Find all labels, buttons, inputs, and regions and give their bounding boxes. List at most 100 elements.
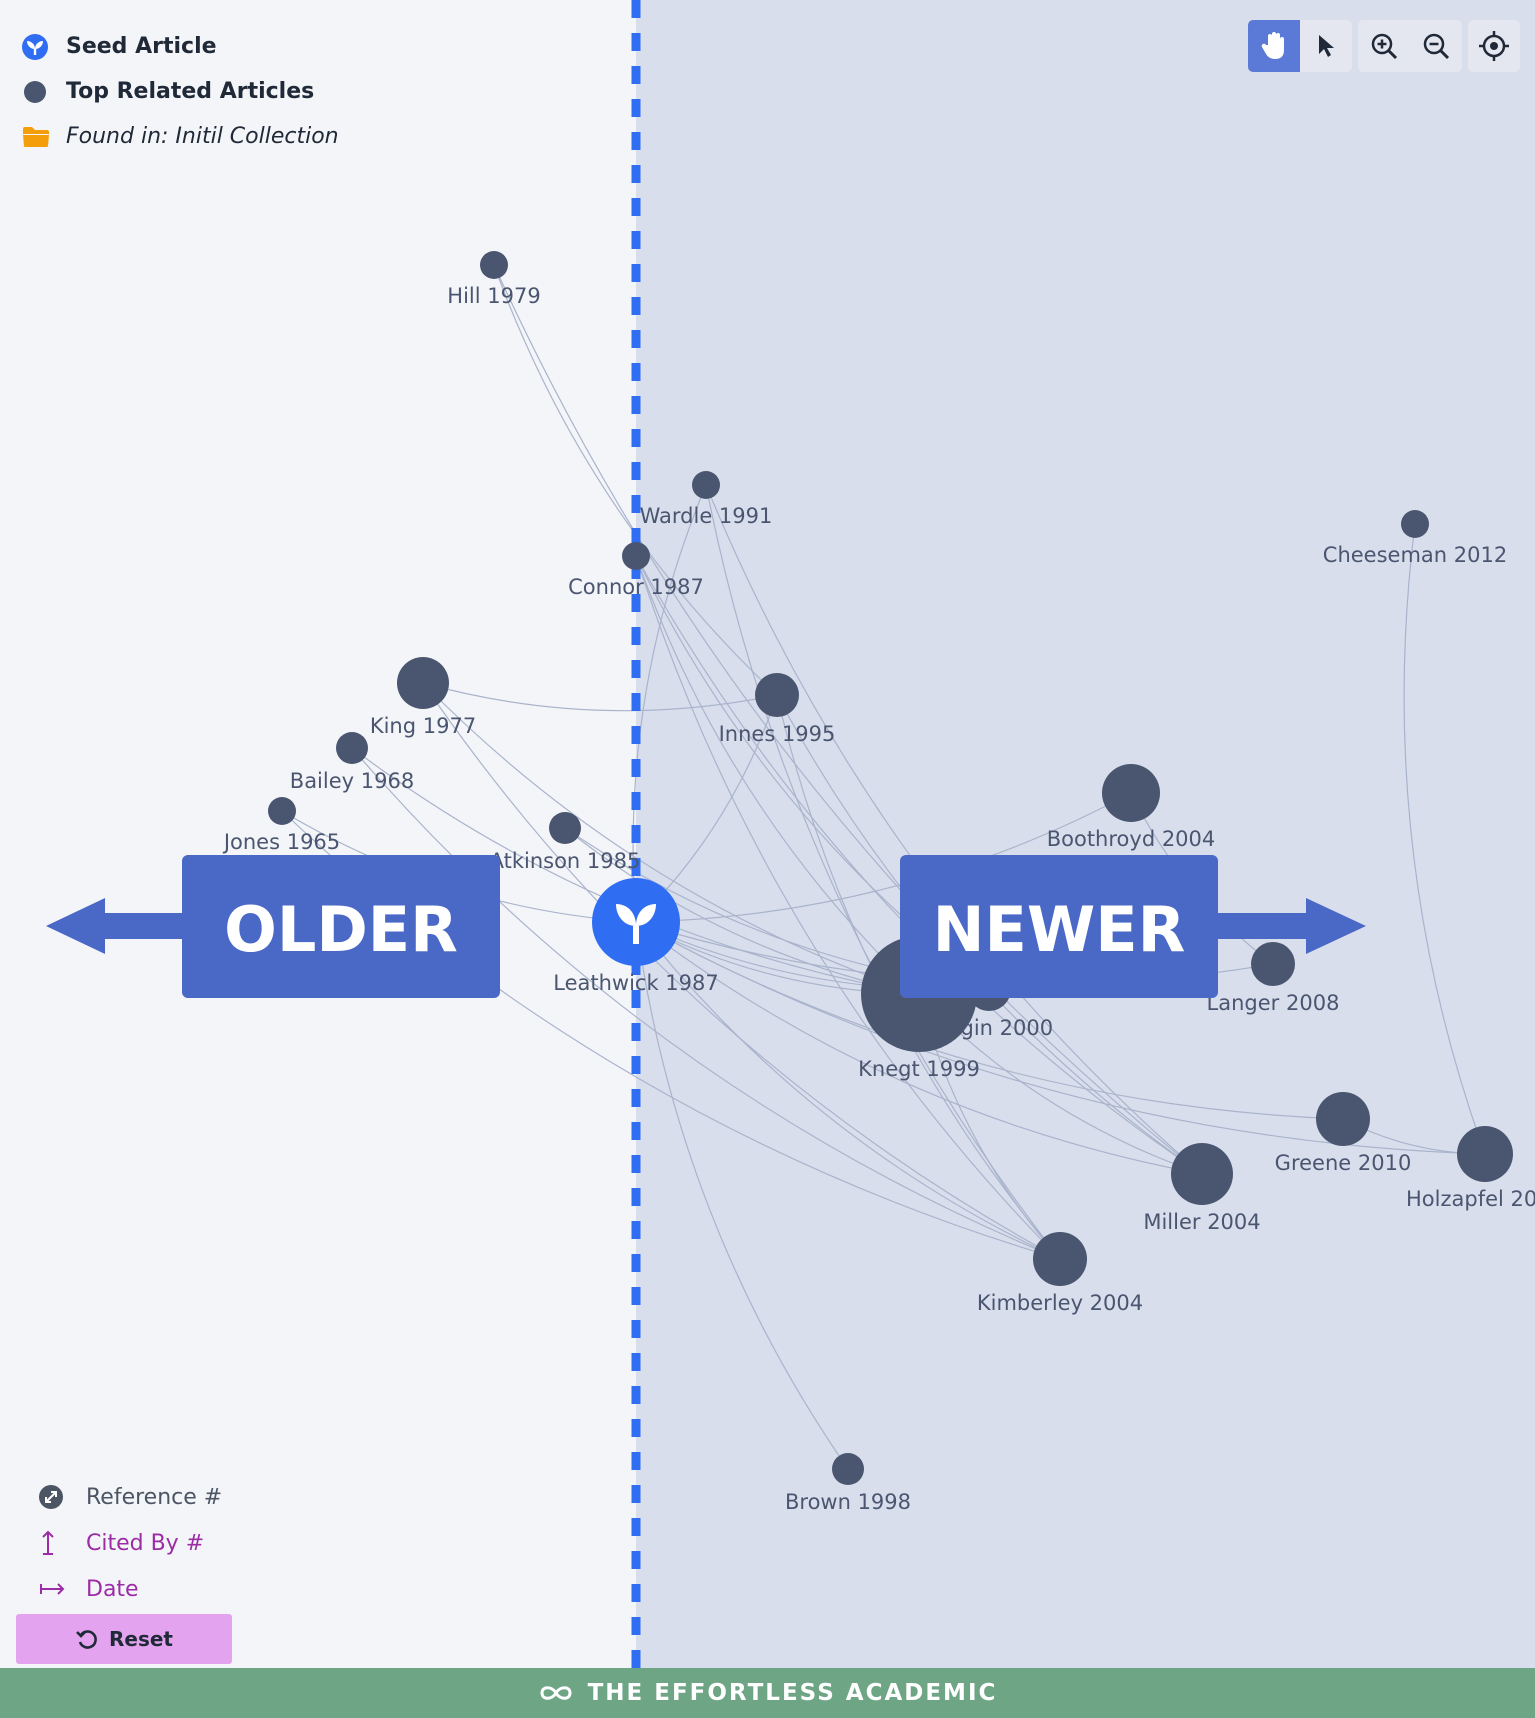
node-circle[interactable] bbox=[1316, 1092, 1370, 1146]
cited-by-label: Cited By # bbox=[86, 1530, 205, 1556]
center-group bbox=[1468, 20, 1520, 72]
pointer-icon bbox=[1319, 35, 1334, 57]
edge-connor-miller bbox=[635, 555, 1203, 1175]
node-label-bailey: Bailey 1968 bbox=[290, 769, 414, 793]
edge-king-knegt bbox=[422, 682, 920, 995]
edge-hill-innes bbox=[493, 264, 778, 696]
vertical-arrows-icon bbox=[38, 1529, 86, 1557]
node-circle[interactable] bbox=[692, 471, 720, 499]
article-node-holzapfel[interactable]: Holzapfel 2013 bbox=[1406, 1126, 1535, 1211]
node-circle[interactable] bbox=[1401, 510, 1429, 538]
edge-bailey-kimberley bbox=[351, 747, 1061, 1260]
edge-leathwick-holzapfel bbox=[635, 921, 1486, 1155]
edge-hill-miller bbox=[493, 264, 1203, 1175]
target-icon bbox=[1479, 31, 1509, 61]
node-circle[interactable] bbox=[1102, 764, 1160, 822]
center-view-button[interactable] bbox=[1468, 20, 1520, 72]
horizontal-arrows-icon bbox=[38, 1579, 86, 1599]
article-node-bailey[interactable]: Bailey 1968 bbox=[290, 732, 414, 793]
article-node-boothroyd[interactable]: Boothroyd 2004 bbox=[1047, 764, 1216, 851]
node-label-kimberley: Kimberley 2004 bbox=[977, 1291, 1143, 1315]
article-node-kimberley[interactable]: Kimberley 2004 bbox=[977, 1232, 1143, 1315]
node-circle[interactable] bbox=[1251, 942, 1295, 986]
node-label-atkinson: Atkinson 1985 bbox=[490, 849, 641, 873]
reset-label: Reset bbox=[109, 1627, 173, 1651]
legend-related-label: Top Related Articles bbox=[66, 79, 315, 104]
resize-icon bbox=[38, 1484, 86, 1510]
axis-controls: Reference # Cited By # Date bbox=[38, 1474, 222, 1612]
zoom-out-icon bbox=[1423, 33, 1450, 60]
article-node-connor[interactable]: Connor 1987 bbox=[568, 542, 704, 599]
node-label-miller: Miller 2004 bbox=[1143, 1210, 1260, 1234]
node-circle[interactable] bbox=[755, 673, 799, 717]
legend-seed-label: Seed Article bbox=[66, 34, 217, 59]
edge-connor-kimberley bbox=[635, 555, 1061, 1260]
edge-king-innes bbox=[422, 682, 778, 712]
legend-related: Top Related Articles bbox=[22, 69, 339, 114]
article-node-hill[interactable]: Hill 1979 bbox=[447, 251, 541, 308]
mode-group bbox=[1248, 20, 1352, 72]
article-node-innes[interactable]: Innes 1995 bbox=[719, 673, 836, 746]
article-node-greene[interactable]: Greene 2010 bbox=[1275, 1092, 1412, 1175]
infinity-icon bbox=[540, 1686, 572, 1700]
seed-node-leathwick[interactable]: Leathwick 1987 bbox=[553, 878, 719, 995]
article-node-cheeseman[interactable]: Cheeseman 2012 bbox=[1323, 510, 1507, 567]
zoom-in-button[interactable] bbox=[1358, 20, 1410, 72]
edge-connor-knegt bbox=[635, 555, 920, 995]
footer-brand-bar: THE EFFORTLESS ACADEMIC bbox=[0, 1668, 1535, 1718]
article-node-miller[interactable]: Miller 2004 bbox=[1143, 1143, 1261, 1234]
seed-sprout-icon bbox=[616, 904, 656, 944]
edge-cheeseman-holzapfel bbox=[1403, 523, 1486, 1155]
node-circle[interactable] bbox=[622, 542, 650, 570]
article-node-jones[interactable]: Jones 1965 bbox=[222, 797, 340, 854]
node-circle[interactable] bbox=[336, 732, 368, 764]
edge-king-kimberley bbox=[422, 682, 1061, 1260]
older-arrow bbox=[46, 898, 185, 954]
node-label-jones: Jones 1965 bbox=[222, 830, 340, 854]
select-mode-button[interactable] bbox=[1300, 20, 1352, 72]
footer-brand-text: THE EFFORTLESS ACADEMIC bbox=[587, 1680, 998, 1706]
node-circle[interactable] bbox=[549, 812, 581, 844]
article-node-wardle[interactable]: Wardle 1991 bbox=[640, 471, 773, 528]
node-circle[interactable] bbox=[1171, 1143, 1233, 1205]
node-circle[interactable] bbox=[268, 797, 296, 825]
y-axis-cited-by[interactable]: Cited By # bbox=[38, 1520, 222, 1566]
newer-box bbox=[900, 855, 1218, 998]
node-label-boothroyd: Boothroyd 2004 bbox=[1047, 827, 1216, 851]
older-label: OLDER bbox=[224, 893, 458, 966]
size-by-reference[interactable]: Reference # bbox=[38, 1474, 222, 1520]
zoom-out-button[interactable] bbox=[1410, 20, 1462, 72]
node-circle[interactable] bbox=[1033, 1232, 1087, 1286]
node-label-holzapfel: Holzapfel 2013 bbox=[1406, 1187, 1535, 1211]
node-circle[interactable] bbox=[832, 1453, 864, 1485]
edge-leathwick-miller bbox=[635, 921, 1203, 1175]
reset-button[interactable]: Reset bbox=[16, 1614, 232, 1664]
article-node-king[interactable]: King 1977 bbox=[370, 657, 476, 738]
node-circle[interactable] bbox=[480, 251, 508, 279]
date-label: Date bbox=[86, 1576, 139, 1602]
edge-leathwick-boothroyd bbox=[635, 792, 1132, 923]
seed-sprout-icon bbox=[22, 33, 66, 60]
zoom-in-icon bbox=[1371, 33, 1398, 60]
reference-label: Reference # bbox=[86, 1484, 223, 1510]
legend-found-in[interactable]: Found in: Initil Collection bbox=[22, 114, 339, 159]
node-label-knegt: Knegt 1999 bbox=[858, 1057, 980, 1081]
node-label-innes: Innes 1995 bbox=[719, 722, 836, 746]
older-box bbox=[182, 855, 500, 998]
node-circle[interactable] bbox=[1457, 1126, 1513, 1182]
seed-node-circle[interactable] bbox=[592, 878, 680, 966]
node-circle[interactable] bbox=[397, 657, 449, 709]
edge-leathwick-kimberley bbox=[635, 921, 1061, 1260]
pan-mode-button[interactable] bbox=[1248, 20, 1300, 72]
undo-icon bbox=[76, 1630, 97, 1649]
article-node-atkinson[interactable]: Atkinson 1985 bbox=[490, 812, 641, 873]
article-node-langer[interactable]: Langer 2008 bbox=[1207, 942, 1340, 1015]
article-node-brown[interactable]: Brown 1998 bbox=[785, 1453, 911, 1514]
older-banner: OLDER bbox=[46, 855, 500, 998]
node-label-leathwick: Leathwick 1987 bbox=[553, 971, 719, 995]
graph-toolbar bbox=[1248, 20, 1520, 72]
x-axis-date[interactable]: Date bbox=[38, 1566, 222, 1612]
newer-label: NEWER bbox=[933, 893, 1186, 966]
